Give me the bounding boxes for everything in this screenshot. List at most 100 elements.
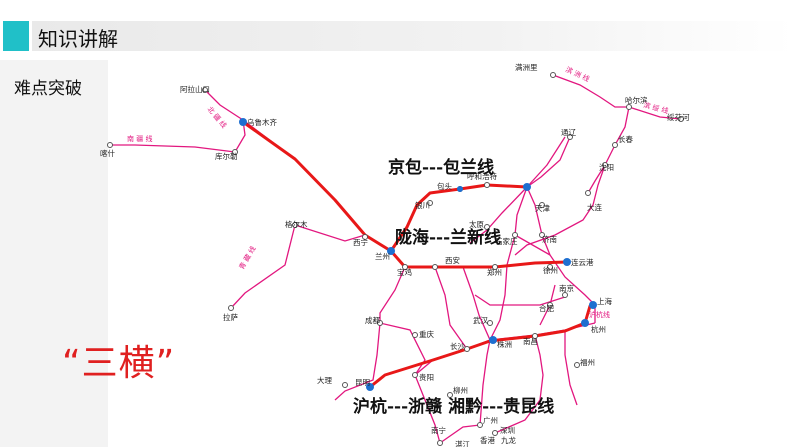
beijiang-rail (204, 89, 244, 121)
binsui-rail (628, 106, 682, 120)
page-title: 知识讲解 (38, 27, 118, 51)
line-label-nanjiang: 南 疆 线 (127, 134, 152, 143)
label-kunming: 昆明 (355, 378, 370, 387)
label-changsha: 长沙 (450, 341, 465, 351)
tongliao-dot (567, 134, 573, 140)
shanghai-marker (589, 301, 597, 309)
label-manzhouli: 满洲里 (515, 62, 538, 72)
label-shanghai: 上海 (597, 296, 612, 306)
chengkun-rail (334, 322, 381, 401)
label-guiyang: 贵阳 (419, 372, 434, 382)
xining-dot (362, 234, 368, 240)
label-nanning: 南宁 (431, 425, 446, 435)
label-taiyuan: 太原 (469, 219, 484, 229)
label-dali: 大理 (317, 375, 332, 385)
label-alashankou: 阿拉山口 (180, 84, 210, 94)
changsha-dot (464, 346, 470, 352)
alashankou-dot (202, 87, 208, 93)
tongliao-rail (526, 136, 571, 188)
lanxin-base (242, 119, 392, 252)
yingxia-rail (564, 330, 578, 406)
label-zhengzhou: 郑州 (487, 267, 502, 277)
suifenhe-dot (678, 116, 684, 122)
kashi-dot (107, 142, 113, 148)
longhai-highlight (389, 249, 569, 269)
changchun-dot (612, 142, 618, 148)
label-kashi: 喀什 (100, 148, 115, 158)
wuhan-dot (487, 320, 493, 326)
dalian-dot (585, 190, 591, 196)
shenyang-dot (602, 162, 608, 168)
qiangui-rail (414, 374, 441, 444)
label-baotou: 包头 (437, 181, 452, 191)
nanjiang-rail (110, 144, 236, 153)
label-baoji: 宝鸡 (397, 267, 412, 277)
label-tongliao: 通辽 (561, 127, 576, 137)
left-side-band (0, 60, 108, 447)
nanchang-dot (532, 333, 538, 339)
harbin-dot (626, 104, 632, 110)
kuerle-dot (232, 149, 238, 155)
big-label-sanheng: “三横” (62, 343, 176, 384)
shijiazhuang-dot (512, 232, 518, 238)
baocheng-rail (379, 266, 406, 323)
baoji-dot (402, 264, 408, 270)
label-hefei: 合肥 (539, 303, 554, 313)
label-xuzhou: 徐州 (543, 265, 558, 275)
yinchuan-dot (427, 200, 433, 206)
label-tianjin: 天津 (535, 204, 550, 213)
jingjiu-rail (494, 334, 544, 434)
hefei-dot (547, 302, 553, 308)
label-nanchang: 南昌 (523, 336, 538, 346)
taiyuan-dot (484, 224, 490, 230)
label-shijiazhuang: 石家庄 (495, 236, 518, 246)
shenda-rail (587, 164, 606, 194)
label-lianyungang: 连云港 (571, 257, 594, 267)
label-zhuzhou: 株洲 (497, 339, 512, 349)
header-bar (32, 21, 794, 51)
label-wuhan: 武汉 (473, 315, 488, 325)
tianjin-dot (539, 202, 545, 208)
label-changchun: 长春 (618, 134, 633, 144)
label-xianggang: 香港 (480, 435, 495, 445)
chengyu-rail (379, 322, 426, 376)
xian-dot (432, 264, 438, 270)
manzhouli-dot (550, 72, 556, 78)
fuzhou-dot (574, 362, 580, 368)
railway-map: 满洲里 哈尔滨 绥芬河 长春 沈阳 大连 通辽 天津 济南 呼和浩特 包头 银川… (100, 62, 690, 447)
label-jinan: 济南 (542, 234, 557, 244)
label-shenzhen: 深圳 (500, 425, 515, 435)
baotou-marker (457, 186, 463, 192)
annotation-longhai: 陇海---兰新线 (395, 228, 502, 248)
label-lasa: 拉萨 (223, 312, 238, 322)
xuzhou-dot (547, 264, 553, 270)
guiyang-dot (412, 372, 418, 378)
huhehaote-dot (484, 182, 490, 188)
label-lanzhou: 兰州 (375, 251, 390, 261)
annotation-southern: 沪杭---浙赣 湘黔---贵昆线 (353, 397, 555, 417)
label-kuerle: 库尔勒 (215, 151, 238, 161)
jingtong-rail (526, 136, 566, 188)
label-fuzhou: 福州 (580, 358, 595, 367)
marker-dots (239, 118, 597, 391)
label-jiulong: 九龙 (501, 435, 516, 445)
rail-network (110, 74, 682, 444)
label-wulumuqi: 乌鲁木齐 (247, 117, 277, 127)
chengdu-dot (377, 320, 383, 326)
chongqing-dot (412, 332, 418, 338)
label-shenyang: 沈阳 (599, 162, 614, 172)
longhai-base (390, 250, 568, 268)
city-labels: 满洲里 哈尔滨 绥芬河 长春 沈阳 大连 通辽 天津 济南 呼和浩特 包头 银川… (100, 62, 690, 447)
jingha-rail (514, 106, 630, 256)
label-suifenhe: 绥芬河 (667, 112, 690, 122)
qinghai-east (294, 224, 366, 242)
label-huhehaote: 呼和浩特 (467, 171, 497, 181)
annotation-jingbao: 京包---包兰线 (388, 158, 495, 178)
lasa-dot (228, 305, 234, 311)
jinan-dot (539, 232, 545, 238)
label-xian: 西安 (445, 255, 460, 265)
hangzhou-marker (581, 319, 589, 327)
binzhou-rail (552, 74, 629, 108)
liuzhou-dot (447, 392, 453, 398)
label-nanjing: 南京 (559, 283, 574, 293)
